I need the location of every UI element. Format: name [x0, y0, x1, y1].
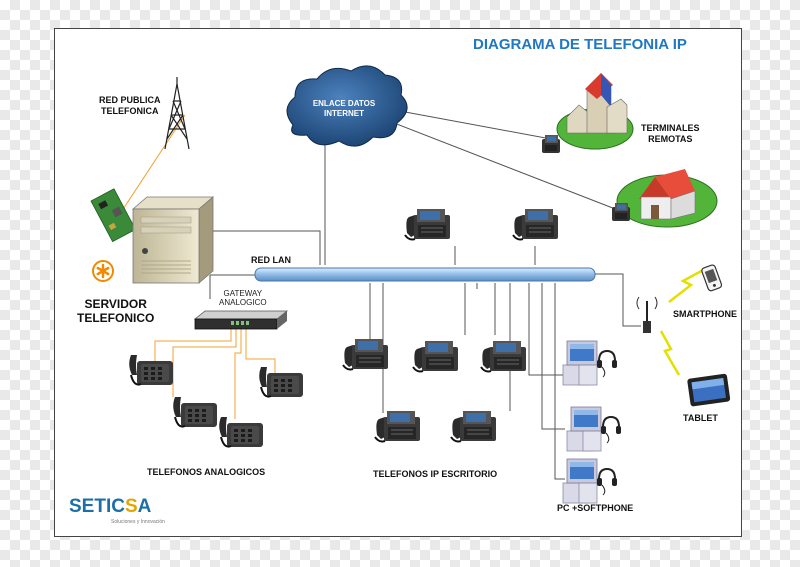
smartphone-icon [701, 264, 723, 292]
diagram-frame: DIAGRAMA DE TELEFONIA IP RED PUBLICA TEL… [54, 28, 742, 537]
server-lan-link [195, 230, 321, 265]
cloud-remote-link-1 [388, 108, 552, 140]
label-telefonos-ip: TELEFONOS IP ESCRITORIO [373, 469, 498, 479]
pc-softphone-2 [566, 406, 622, 452]
radio-tower-icon [164, 77, 190, 150]
ip-phone-4 [374, 410, 421, 443]
pc-softphone-3 [562, 458, 618, 504]
links [109, 108, 706, 480]
analog-phone-2 [172, 396, 218, 428]
remote-house-2-icon [616, 169, 718, 228]
logo-text-accent: S [124, 496, 138, 517]
internet-cloud [286, 65, 408, 147]
logo-text-c: A [137, 496, 152, 517]
analog-phone-4 [218, 416, 264, 448]
wifi-link [595, 273, 641, 327]
analog-phone-1 [128, 354, 174, 386]
lan-bar [254, 267, 596, 282]
tablet-icon [687, 373, 731, 407]
wireless-zigzag-tablet [659, 330, 681, 376]
ip-phone-1 [342, 338, 389, 371]
seticsa-logo: SETICSA [69, 496, 151, 518]
label-terminales-remotas: TERMINALES REMOTAS [641, 123, 700, 144]
remote-house-1-icon [556, 73, 634, 150]
label-smartphone: SMARTPHONE [673, 309, 738, 319]
cloud-remote-link-2 [388, 120, 624, 213]
ip-phone-top-1 [404, 208, 451, 241]
wifi-antenna-icon [636, 296, 658, 333]
pc-softphone-1 [562, 340, 618, 386]
pc-link-1 [528, 283, 565, 376]
label-red-lan: RED LAN [251, 255, 291, 265]
pc-link-3 [554, 283, 565, 480]
label-pc-softphone: PC +SOFTPHONE [557, 503, 634, 513]
ip-phone-3 [480, 340, 527, 373]
label-gateway: GATEWAY ANALOGICO [219, 289, 267, 307]
label-enlace-datos: ENLACE DATOS INTERNET [312, 99, 376, 118]
label-telefonos-analogicos: TELEFONOS ANALOGICOS [147, 467, 266, 477]
diagram-title: DIAGRAMA DE TELEFONIA IP [473, 36, 687, 53]
logo-tagline: Soluciones y Innovación [111, 519, 165, 525]
remote-phone-2-icon [612, 203, 630, 221]
pbx-card-icon [90, 188, 137, 243]
asterisk-icon [92, 260, 114, 282]
wireless-zigzag-smartphone [668, 267, 706, 303]
pc-link-2 [541, 283, 565, 430]
logo-text-a: SETIC [69, 496, 125, 517]
ip-phone-top-2 [512, 208, 559, 241]
ip-phone-2 [412, 340, 459, 373]
label-servidor: SERVIDOR TELEFONICO [77, 297, 155, 325]
diagram-canvas [90, 65, 731, 504]
gateway-icon [193, 310, 289, 330]
analog-phone-3 [258, 366, 304, 398]
label-red-publica: RED PUBLICA TELEFONICA [99, 95, 161, 116]
server-icon [131, 196, 215, 284]
ip-phone-5 [450, 410, 497, 443]
label-tablet: TABLET [683, 413, 718, 423]
